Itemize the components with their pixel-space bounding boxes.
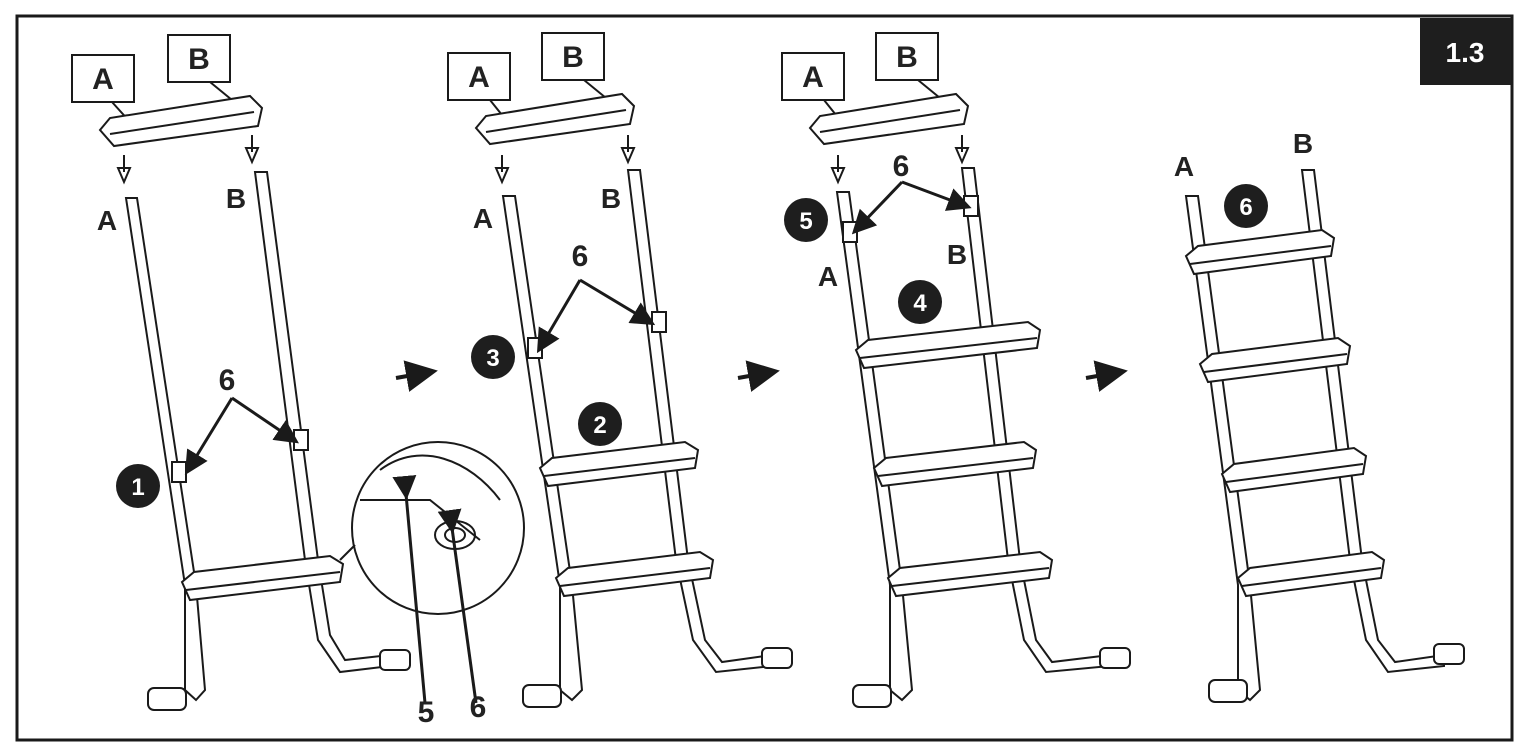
insert-arrow-b: [244, 135, 260, 165]
right-rail-3: [960, 167, 1111, 674]
label-box-a-3: [781, 52, 845, 101]
label-box-a: [71, 54, 135, 103]
step-badge-4: 4: [898, 280, 942, 324]
transition-arrow-1: [395, 360, 438, 392]
label-a-box-text-2: A: [468, 61, 490, 94]
rail-a-label-4: A: [1174, 151, 1194, 182]
top-step-2: [474, 92, 636, 146]
label-box-a-2: [447, 52, 511, 101]
clip-left: [171, 461, 187, 483]
bottom-step-2: [554, 550, 715, 598]
svg-text:3: 3: [486, 345, 499, 372]
left-rail-2: [501, 195, 584, 702]
panel-step-1: [71, 34, 411, 711]
right-rail: [253, 171, 391, 674]
label-box-b-3: [875, 32, 939, 81]
label-b-box-text-3: B: [896, 41, 918, 74]
rail-b-label: B: [226, 183, 246, 214]
step-badge-3: 3: [471, 335, 515, 379]
clip-left-2: [527, 337, 543, 359]
svg-text:6: 6: [1239, 194, 1252, 221]
step-4-bottom: [1236, 550, 1386, 598]
panel-step-4: [1184, 169, 1465, 703]
step-badge-2: 2: [578, 402, 622, 446]
bottom-step-3: [886, 550, 1054, 598]
clip-right: [293, 429, 309, 451]
step-4-middle: [1220, 446, 1368, 494]
left-rail: [124, 197, 207, 702]
middle-step-3: [872, 440, 1038, 488]
callout-clip-3: 6: [893, 150, 910, 183]
panel-step-2: [447, 32, 793, 708]
clip-left-3: [842, 221, 858, 243]
right-foot: [379, 649, 411, 671]
svg-text:4: 4: [913, 290, 927, 317]
rail-b-label-3: B: [947, 239, 967, 270]
rail-a-label: A: [97, 205, 117, 236]
step-badge-6: 6: [1224, 184, 1268, 228]
label-a-box-text-3: A: [802, 61, 824, 94]
middle-step-2: [538, 440, 700, 488]
label-b-box-text: B: [188, 43, 210, 76]
transition-arrow-3: [1085, 360, 1128, 392]
callout-clip-2: 6: [572, 240, 589, 273]
top-step: [98, 94, 264, 148]
upper-step-3: [854, 320, 1042, 370]
bottom-step: [180, 554, 345, 602]
step-badge-5: 5: [784, 198, 828, 242]
figure-tag: 1.3: [1420, 18, 1511, 85]
svg-text:5: 5: [799, 208, 812, 235]
clip-right-2: [651, 311, 667, 333]
label-b-box-text-2: B: [562, 41, 584, 74]
right-rail-2: [626, 169, 773, 674]
rail-b-label-4: B: [1293, 128, 1313, 159]
svg-text:1: 1: [131, 474, 144, 501]
clip-right-3: [963, 195, 979, 217]
rail-a-label-2: A: [473, 203, 493, 234]
label-a-box-text: A: [92, 63, 114, 96]
figure-tag-label: 1.3: [1446, 37, 1485, 68]
zoom-detail: [339, 441, 525, 704]
panel-step-3: [781, 32, 1131, 708]
step-4-upper: [1198, 336, 1352, 384]
step-badge-1: 1: [116, 464, 160, 508]
left-rail-3: [835, 191, 914, 702]
rail-b-label-2: B: [601, 183, 621, 214]
rail-a-label-3: A: [818, 261, 838, 292]
top-step-3: [808, 92, 970, 146]
callout-clip-zoom: 6: [470, 691, 487, 724]
label-box-b: [167, 34, 231, 83]
transition-arrow-2: [737, 360, 780, 392]
step-4-top: [1184, 228, 1336, 276]
left-foot: [147, 687, 187, 711]
svg-text:2: 2: [593, 412, 606, 439]
callout-clip-1: 6: [219, 364, 236, 397]
label-box-b-2: [541, 32, 605, 81]
diagram-frame: [15, 14, 1514, 742]
callout-pin-zoom: 5: [418, 696, 435, 729]
insert-arrow-a: [116, 155, 132, 185]
